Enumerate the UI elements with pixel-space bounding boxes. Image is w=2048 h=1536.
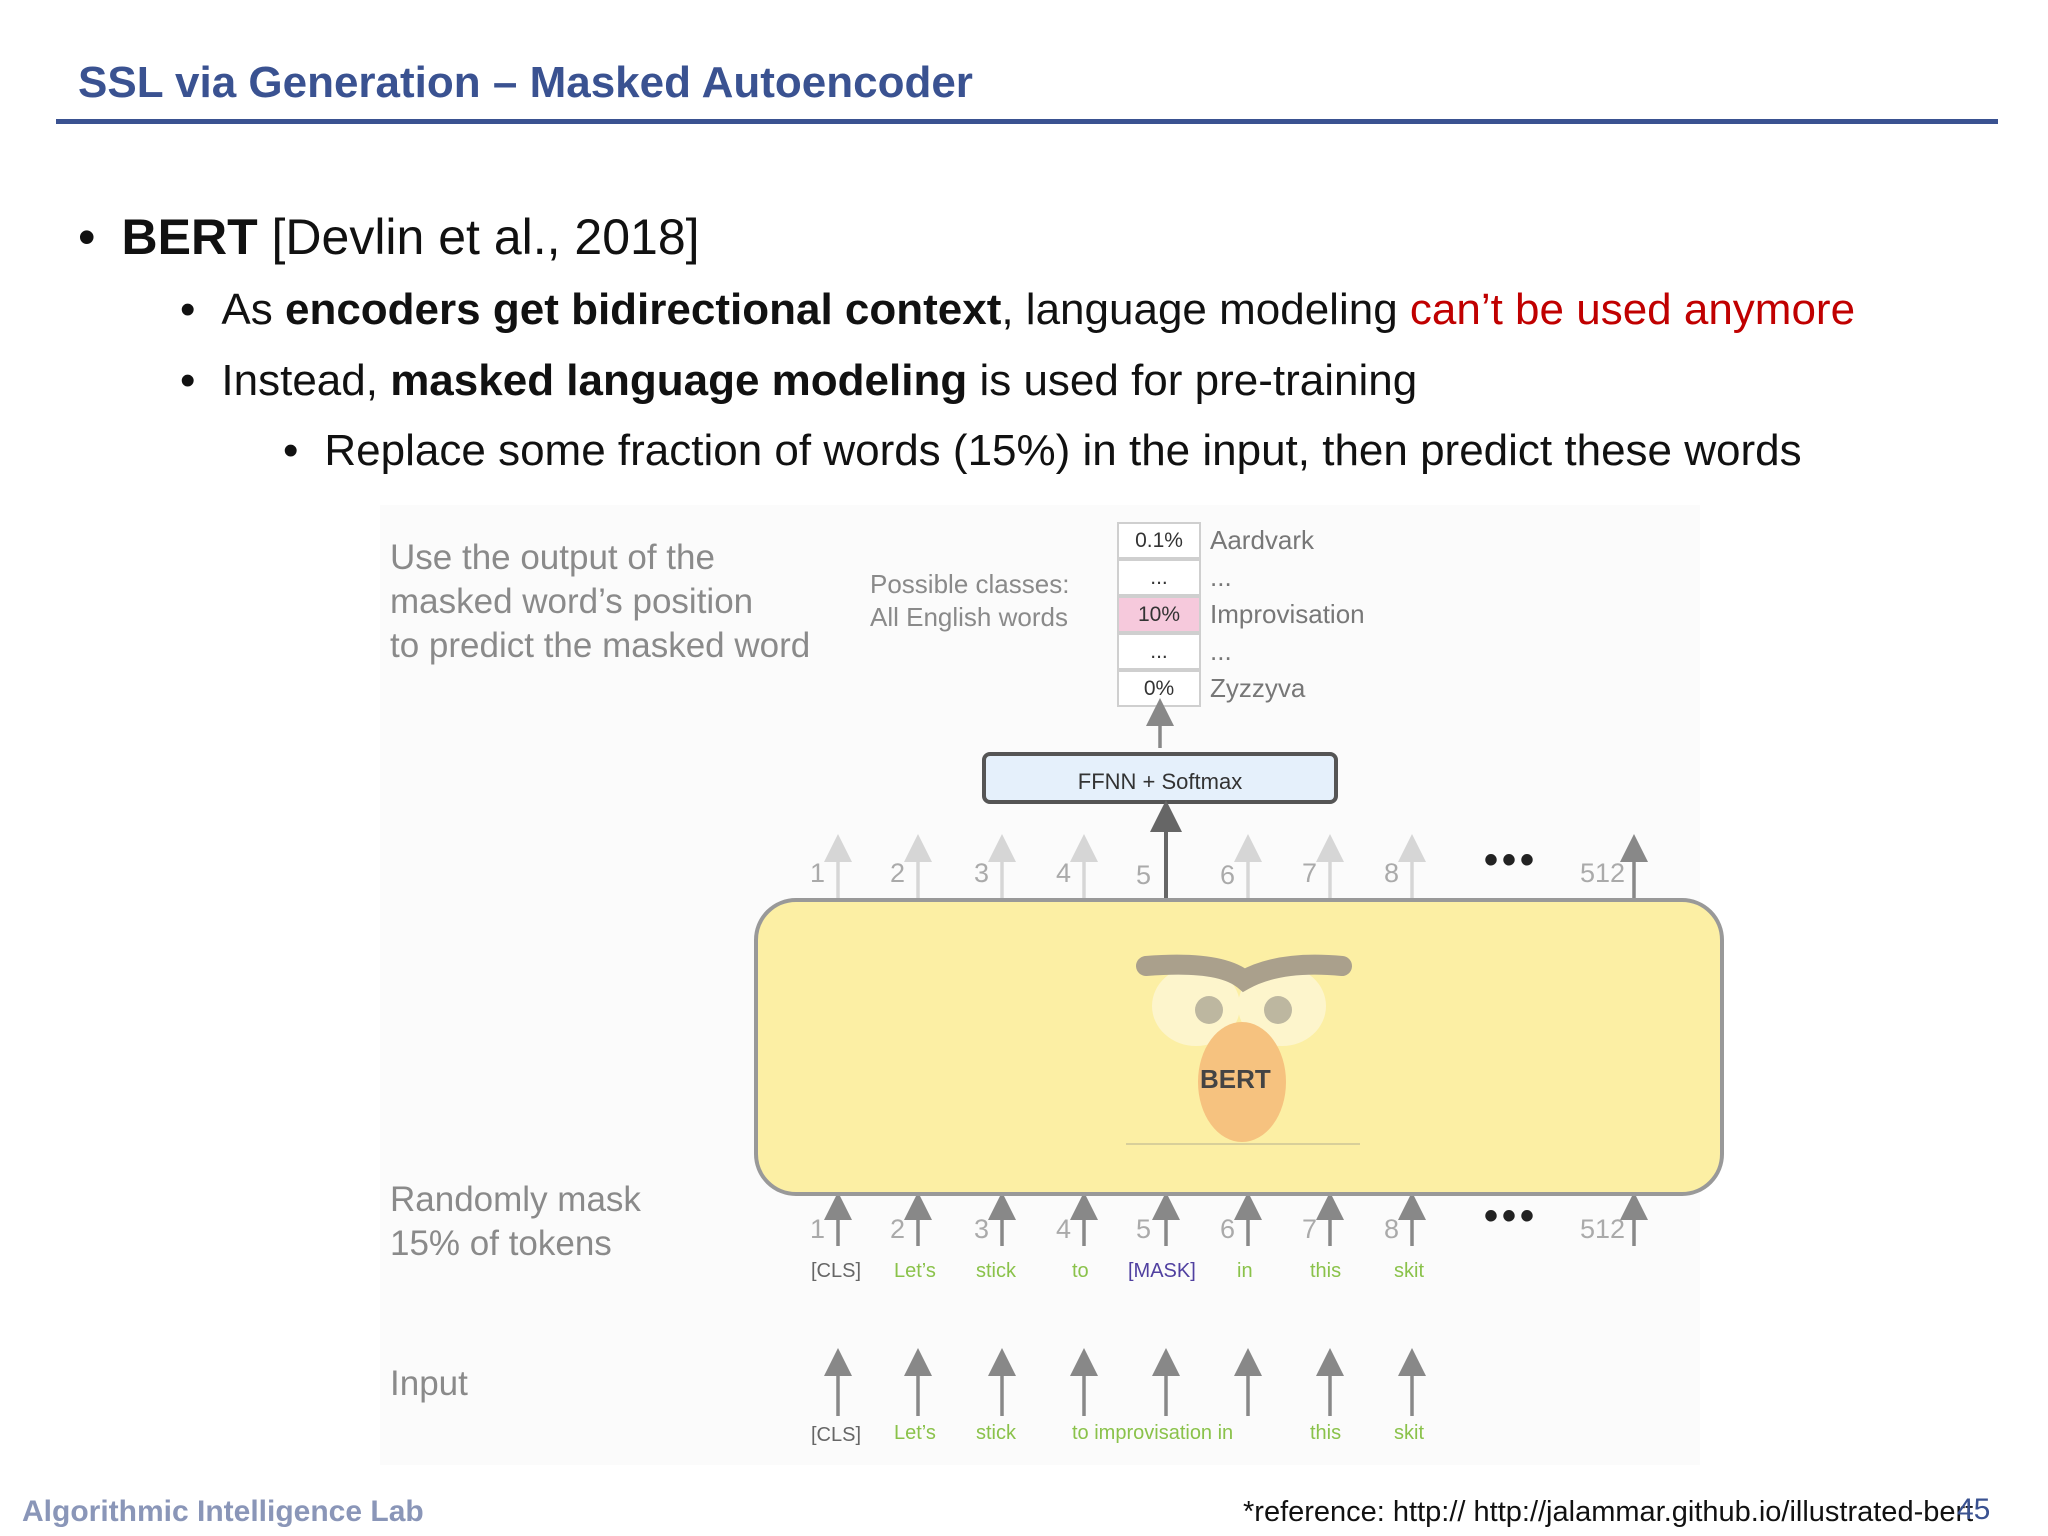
position-number: 512 bbox=[1580, 858, 1626, 888]
masked-token: Let’s bbox=[894, 1260, 936, 1282]
bullet-dot: • bbox=[78, 209, 96, 265]
prob-word: Zyzzyva bbox=[1210, 673, 1306, 703]
ellipsis: ••• bbox=[1484, 838, 1539, 882]
position-number: 2 bbox=[890, 858, 906, 888]
masked-token: [CLS] bbox=[811, 1260, 862, 1282]
position-number: 4 bbox=[1056, 858, 1072, 888]
prob-word: ... bbox=[1210, 636, 1232, 666]
mask-note: Randomly mask 15% of tokens bbox=[390, 1178, 641, 1266]
bullet-dot: • bbox=[283, 426, 299, 475]
masked-token: in bbox=[1237, 1260, 1253, 1282]
bullet-bold-text: masked language modeling bbox=[390, 356, 968, 405]
prob-cell-highlight: 10% bbox=[1117, 596, 1201, 633]
bullet-text: is used for pre-training bbox=[967, 356, 1418, 405]
bullet-red-text: can’t be used anymore bbox=[1409, 285, 1856, 334]
output-note-line: Use the output of the bbox=[390, 538, 715, 577]
position-number: 6 bbox=[1220, 860, 1236, 890]
position-number: 4 bbox=[1056, 1214, 1072, 1244]
bullet-bert-bold: BERT bbox=[121, 209, 258, 265]
input-token: [CLS] bbox=[811, 1424, 862, 1446]
output-note-line: masked word’s position bbox=[390, 582, 754, 621]
mask-note-line: Randomly mask bbox=[390, 1180, 641, 1219]
position-number: 512 bbox=[1580, 1214, 1626, 1244]
bullet-text: , language modeling bbox=[1001, 285, 1410, 334]
ellipsis: ••• bbox=[1484, 1194, 1539, 1238]
position-number: 1 bbox=[810, 858, 826, 888]
position-number: 8 bbox=[1384, 1214, 1400, 1244]
slide-title: SSL via Generation – Masked Autoencoder bbox=[78, 58, 973, 107]
bullet-bert: • BERT [Devlin et al., 2018] bbox=[78, 208, 700, 266]
bullet-bold-text: encoders get bidirectional context bbox=[284, 285, 1002, 334]
position-number: 7 bbox=[1302, 1214, 1318, 1244]
page-number: 45 bbox=[1957, 1493, 1991, 1526]
bullet-text: Replace some fraction of words (15%) in … bbox=[324, 426, 1802, 475]
bullet-text: Instead, bbox=[221, 356, 391, 405]
prob-cell: ... bbox=[1117, 559, 1201, 596]
position-number: 5 bbox=[1136, 860, 1152, 890]
masked-token-mask: [MASK] bbox=[1128, 1260, 1196, 1282]
bullet-bert-citation: [Devlin et al., 2018] bbox=[257, 209, 700, 265]
position-number: 3 bbox=[974, 1214, 990, 1244]
input-token: skit bbox=[1394, 1422, 1424, 1444]
masked-token: to bbox=[1072, 1260, 1089, 1282]
position-number: 8 bbox=[1384, 858, 1400, 888]
mask-note-line: 15% of tokens bbox=[390, 1224, 612, 1263]
position-number: 2 bbox=[890, 1214, 906, 1244]
input-token: to improvisation in bbox=[1072, 1422, 1234, 1444]
footer-lab-name: Algorithmic Intelligence Lab bbox=[22, 1495, 424, 1528]
position-number: 5 bbox=[1136, 1214, 1152, 1244]
classes-note: Possible classes: All English words bbox=[870, 568, 1069, 634]
bullet-text: As bbox=[221, 285, 285, 334]
input-token: stick bbox=[976, 1422, 1016, 1444]
bullet-replace: • Replace some fraction of words (15%) in… bbox=[283, 426, 1802, 476]
position-number: 6 bbox=[1220, 1214, 1236, 1244]
bullet-mlm: • Instead, masked language modeling is us… bbox=[180, 356, 1417, 406]
classes-note-line: Possible classes: bbox=[870, 569, 1070, 599]
output-note-line: to predict the masked word bbox=[390, 626, 811, 665]
bullet-bidirectional: • As encoders get bidirectional context, … bbox=[180, 285, 1855, 335]
classes-note-line: All English words bbox=[870, 602, 1068, 632]
input-token: this bbox=[1310, 1422, 1342, 1444]
footer-reference: *reference: http:// http://jalammar.gith… bbox=[1243, 1496, 1974, 1528]
prob-word: Aardvark bbox=[1210, 525, 1315, 555]
masked-token: this bbox=[1310, 1260, 1342, 1282]
title-underline bbox=[56, 119, 1998, 124]
bullet-dot: • bbox=[180, 356, 196, 405]
prob-word: Improvisation bbox=[1210, 599, 1365, 629]
prob-cell: ... bbox=[1117, 633, 1201, 670]
masked-token: skit bbox=[1394, 1260, 1424, 1282]
input-token: Let’s bbox=[894, 1422, 936, 1444]
bert-face-icon bbox=[1126, 954, 1360, 1145]
prob-cell: 0.1% bbox=[1117, 522, 1201, 559]
position-number: 3 bbox=[974, 858, 990, 888]
bert-label: BERT bbox=[1200, 1064, 1271, 1094]
output-note: Use the output of the masked word’s posi… bbox=[390, 536, 810, 668]
position-number: 1 bbox=[810, 1214, 826, 1244]
prob-word: ... bbox=[1210, 562, 1232, 592]
input-label: Input bbox=[390, 1364, 468, 1403]
bullet-dot: • bbox=[180, 285, 196, 334]
position-number: 7 bbox=[1302, 858, 1318, 888]
masked-token: stick bbox=[976, 1260, 1016, 1282]
